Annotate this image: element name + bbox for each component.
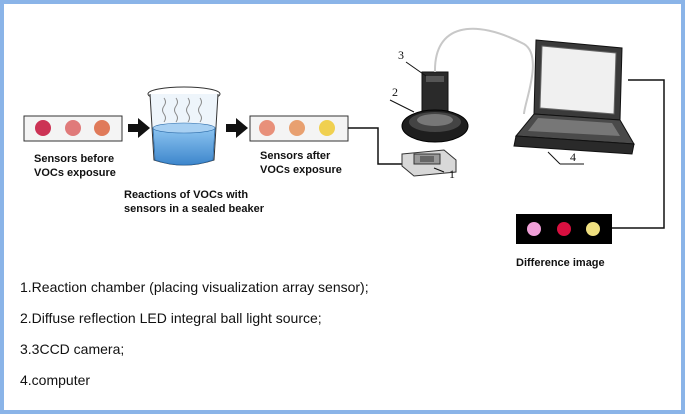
sensors-after-label: Sensors after VOCs exposure — [260, 150, 342, 176]
sensor-strip-after — [249, 115, 349, 142]
difference-spot — [527, 222, 541, 236]
legend-item-4: 4.computer — [20, 372, 91, 388]
connector-line — [612, 79, 665, 229]
arrow-right-icon — [128, 118, 150, 138]
sensor-strip-before — [23, 115, 123, 142]
beaker-icon — [147, 86, 221, 166]
callout-4: 4 — [570, 150, 576, 164]
cable-line — [433, 27, 534, 115]
callout-line-2 — [389, 99, 415, 113]
legend-item-3: 3.3CCD camera; — [20, 341, 125, 357]
sensor-spot — [94, 120, 110, 136]
sensor-spot — [289, 120, 305, 136]
camera-assembly-icon — [401, 71, 469, 177]
reactions-label: Reactions of VOCs with sensors in a seal… — [124, 189, 265, 215]
callout-line-4 — [547, 151, 561, 165]
legend-item-1: 1.Reaction chamber (placing visualizatio… — [20, 279, 369, 295]
difference-image — [516, 214, 612, 244]
sensor-spot — [35, 120, 51, 136]
callout-line-1 — [433, 167, 445, 173]
difference-image-label: Difference image — [516, 257, 605, 269]
connector-line — [348, 127, 402, 165]
callout-line-3 — [405, 61, 427, 77]
sensor-spot — [65, 120, 81, 136]
sensor-spot — [319, 120, 335, 136]
sensor-spot — [259, 120, 275, 136]
difference-spot — [557, 222, 571, 236]
legend-item-2: 2.Diffuse reflection LED integral ball l… — [20, 310, 322, 326]
arrow-right-icon — [226, 118, 248, 138]
difference-spot — [586, 222, 600, 236]
laptop-icon — [513, 39, 635, 155]
callout-2: 2 — [392, 85, 398, 99]
sensors-before-label: Sensors before VOCs exposure — [34, 153, 117, 179]
callout-1: 1 — [449, 167, 455, 181]
diagram-canvas: Sensors before VOCs exposure Reactions o… — [23, 27, 665, 269]
callout-3: 3 — [398, 48, 404, 62]
